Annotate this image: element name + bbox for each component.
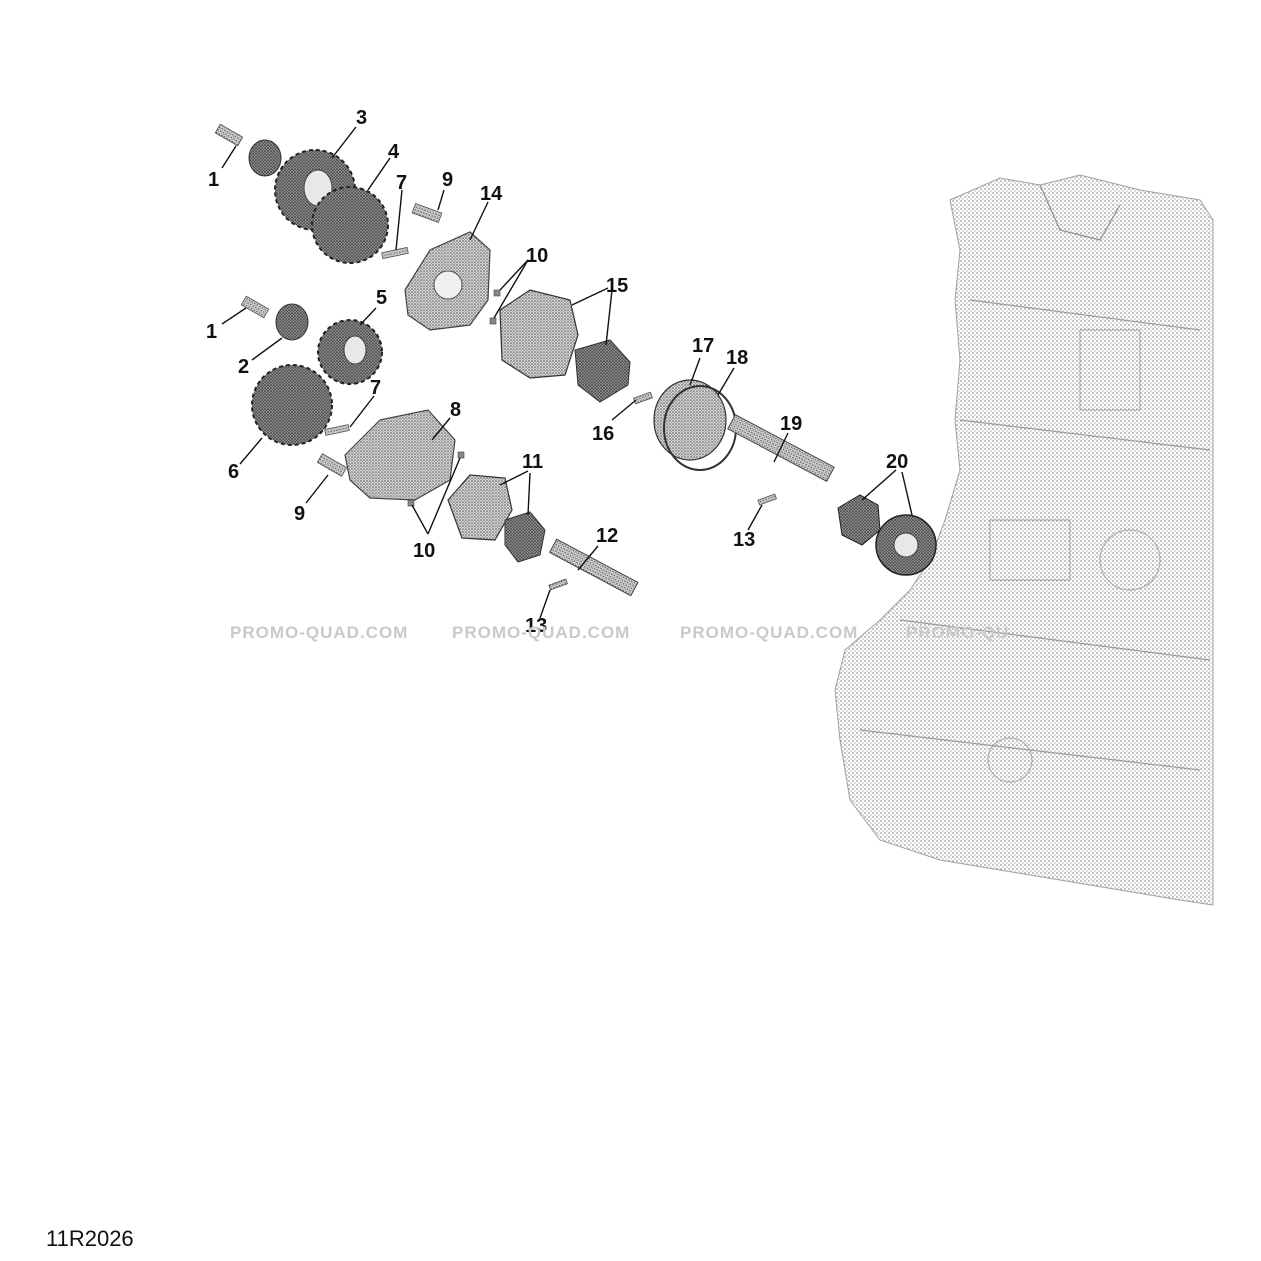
callout-9-lower: 9 (294, 503, 305, 525)
callout-2: 2 (238, 356, 249, 378)
watermark-4: PROMO-QU (906, 623, 1009, 642)
bolt-part-1-upper (214, 123, 244, 147)
housing-part-8 (344, 409, 456, 501)
pin-part-13-lower (548, 578, 568, 591)
callout-18: 18 (726, 347, 748, 369)
callout-17: 17 (692, 335, 714, 357)
engine-casing (834, 174, 1214, 906)
callout-10-lower: 10 (413, 540, 435, 562)
gear-part-6 (251, 364, 333, 446)
callout-7-lower: 7 (370, 377, 381, 399)
pin-part-7-upper (381, 246, 409, 260)
callout-labels: 1 1 2 3 4 5 6 7 7 8 9 9 10 10 11 12 13 1… (206, 107, 908, 637)
callout-1-upper: 1 (208, 169, 219, 191)
callout-11: 11 (522, 451, 543, 473)
watermark-2: PROMO-QUAD.COM (452, 623, 630, 642)
callout-1-lower: 1 (206, 321, 217, 343)
callout-20: 20 (886, 451, 908, 473)
watermark-1: PROMO-QUAD.COM (230, 623, 408, 642)
leader-lines (221, 126, 913, 619)
cap-part-2 (275, 303, 309, 341)
rotor-part-11 (447, 474, 546, 563)
callout-19: 19 (780, 413, 802, 435)
watermark-row: PROMO-QUAD.COM PROMO-QUAD.COM PROMO-QUAD… (230, 623, 1009, 642)
callout-13-lower: 13 (525, 615, 547, 637)
bolt-part-1-lower (240, 295, 270, 319)
callout-10-upper: 10 (526, 245, 548, 267)
pin-part-16 (633, 391, 653, 405)
gear-part-5 (317, 319, 383, 385)
callout-8: 8 (450, 399, 461, 421)
callout-16: 16 (592, 423, 614, 445)
callout-14: 14 (480, 183, 503, 205)
callout-3: 3 (356, 107, 367, 129)
bolt-part-9-lower (316, 453, 348, 477)
callout-7-upper: 7 (396, 172, 407, 194)
pin-part-7-lower (324, 424, 350, 436)
callout-12: 12 (596, 525, 618, 547)
callout-15: 15 (606, 275, 628, 297)
part-20 (837, 494, 937, 576)
callout-13-right: 13 (733, 529, 755, 551)
callout-6: 6 (228, 461, 239, 483)
watermark-3: PROMO-QUAD.COM (680, 623, 858, 642)
callout-9-upper: 9 (442, 169, 453, 191)
gear-part-4 (311, 186, 389, 264)
shaft-part-12 (548, 538, 639, 597)
lower-pump-assembly (240, 295, 639, 597)
callout-4: 4 (388, 141, 400, 163)
callout-5: 5 (376, 287, 387, 309)
upper-pump-assembly (214, 123, 937, 576)
bolt-part-9-upper (411, 203, 443, 223)
cap-upper (248, 139, 282, 177)
drawing-code: 11R2026 (46, 1226, 134, 1251)
rotor-part-15 (499, 289, 631, 403)
